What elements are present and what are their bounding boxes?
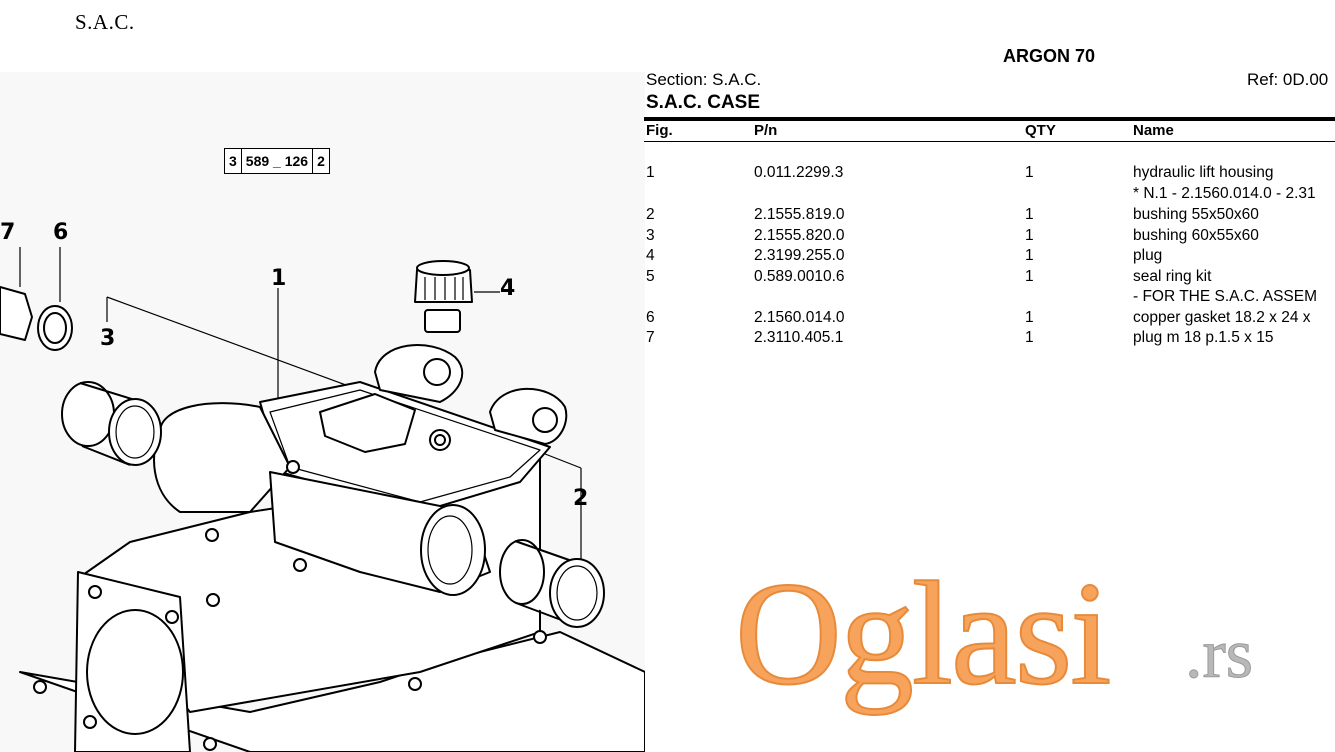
code-box-prefix: 3 [229,153,237,169]
cell-name: hydraulic lift housing [1133,164,1274,181]
reference-label: Ref: 0D.00 [1247,70,1329,89]
cell-qty: 1 [1025,268,1034,285]
exploded-parts-drawing: 3 589 _ 126 2 7 6 3 1 4 2 [0,72,645,752]
model-title: ARGON 70 [1003,46,1096,66]
cell-name: plug [1133,247,1163,264]
cell-pn: 2.1560.014.0 [754,309,845,326]
callout-4: 4 [500,276,516,301]
cell-pn: 2.3110.405.1 [754,329,844,346]
cell-name: bushing 60x55x60 [1133,227,1259,244]
cell-qty: 1 [1025,227,1034,244]
cell-qty: 1 [1025,206,1034,223]
cell-name: bushing 55x50x60 [1133,206,1259,223]
cell-pn: 2.1555.820.0 [754,227,845,244]
cell-fig: 3 [646,227,655,244]
column-header-fig: Fig. [646,122,673,139]
cell-fig: 4 [646,247,655,264]
cell-note: - FOR THE S.A.C. ASSEM [1133,288,1318,305]
cell-fig: 5 [646,268,655,285]
column-header-name: Name [1133,122,1174,139]
cell-name: copper gasket 18.2 x 24 x [1133,309,1311,326]
callout-1: 1 [271,266,287,291]
cell-qty: 1 [1025,164,1034,181]
code-box-number: 589 _ 126 [240,149,312,173]
header-rule [644,117,1335,121]
cell-name: seal ring kit [1133,268,1212,285]
cell-fig: 1 [646,164,655,181]
column-header-qty: QTY [1025,122,1056,139]
cell-qty: 1 [1025,329,1034,346]
parts-table-title: S.A.C. CASE [646,92,761,113]
cell-pn: 2.1555.819.0 [754,206,845,223]
cell-fig: 7 [646,329,655,346]
cell-name: plug m 18 p.1.5 x 15 [1133,329,1274,346]
code-box-suffix: 2 [312,149,329,173]
page-header: S.A.C. [75,10,135,34]
oglasi-watermark-logo: Oglasi .rs [734,552,1275,720]
cell-qty: 1 [1025,247,1034,264]
watermark-suffix: .rs [1184,616,1254,693]
cell-pn: 0.011.2299.3 [754,164,844,181]
section-label: Section: S.A.C. [646,70,762,89]
cell-note: * N.1 - 2.1560.014.0 - 2.31 [1133,185,1316,202]
drawing-code-box: 3 589 _ 126 2 [224,148,330,174]
column-header-pn: P/n [754,122,778,139]
cell-qty: 1 [1025,309,1034,326]
cell-fig: 6 [646,309,655,326]
housing-illustration [0,247,645,752]
cell-pn: 0.589.0010.6 [754,268,845,285]
callout-3: 3 [100,326,116,351]
cell-pn: 2.3199.255.0 [754,247,845,264]
callout-6: 6 [53,220,69,245]
watermark-main: Oglasi [734,552,1112,716]
callout-7: 7 [0,220,16,245]
column-header-rule [644,141,1335,142]
callout-2: 2 [573,486,589,511]
cell-fig: 2 [646,206,655,223]
